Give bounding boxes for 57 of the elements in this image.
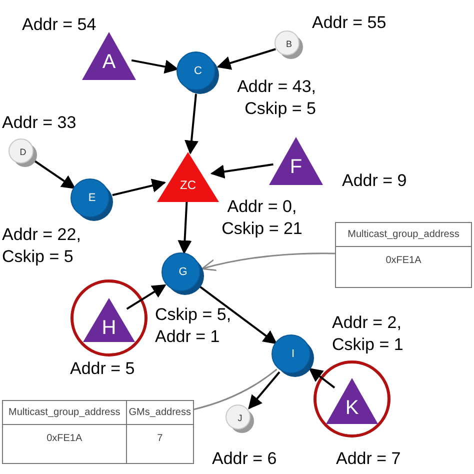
address-label: Addr = 33 [2,112,78,134]
node-label: J [238,414,242,423]
device-triangle [82,32,136,80]
address-label: Addr = 2, Cskip = 1 [332,312,404,356]
device-triangle [269,137,323,185]
node-label: ZC [180,179,196,191]
router-circle [271,334,315,378]
arrow [199,286,278,344]
arrow [112,178,166,196]
address-label: Addr = 43, Cskip = 5 [236,76,316,120]
data-table [335,222,472,288]
node-label: I [291,349,295,360]
node-label: E [88,193,96,204]
node-label: B [286,40,292,49]
router-circle [70,178,114,222]
arrow [210,163,274,179]
node-label: A [102,52,116,72]
node-label: C [194,66,202,77]
arrow [131,59,179,74]
address-label: Addr = 5 [70,358,136,380]
node-label: H [102,318,116,338]
arrow [34,160,76,189]
arrow [178,200,192,254]
address-label: Addr = 54 [22,14,98,36]
address-label: Cskip = 5, Addr = 1 [155,304,232,348]
node-label: D [20,148,26,157]
node-label: F [290,157,302,177]
device-triangle [326,378,378,424]
address-label: Addr = 6 [212,448,278,470]
table-header: GMs_address [126,401,193,425]
device-circle [8,138,38,168]
table-cell: 0xFE1A [3,425,127,463]
address-label: Addr = 7 [336,448,402,470]
address-label: Addr = 55 [312,12,388,34]
address-label: Addr = 9 [342,170,408,192]
table-cell-text: 0xFE1A [384,254,422,268]
arrow [216,48,276,70]
node-label: G [178,267,188,278]
coordinator-triangle [157,152,219,202]
node-label: K [345,398,359,418]
device-triangle [83,298,135,342]
leader-line [201,252,336,272]
address-label: Addr = 0, Cskip = 21 [220,196,304,240]
arrow [248,371,280,410]
router-circle [161,252,205,296]
table-header: Multicast_group_address [336,223,471,247]
device-circle [274,30,304,60]
table-cell-text: 7 [156,432,164,446]
device-circle [225,404,255,434]
arrow [184,94,198,154]
data-table [2,400,194,464]
address-label: Addr = 22, Cskip = 5 [2,224,82,268]
router-circle [176,51,220,95]
leader-line [194,368,278,410]
arrow [126,284,166,310]
table-header: Multicast_group_address [3,401,127,425]
arrow [308,368,336,388]
